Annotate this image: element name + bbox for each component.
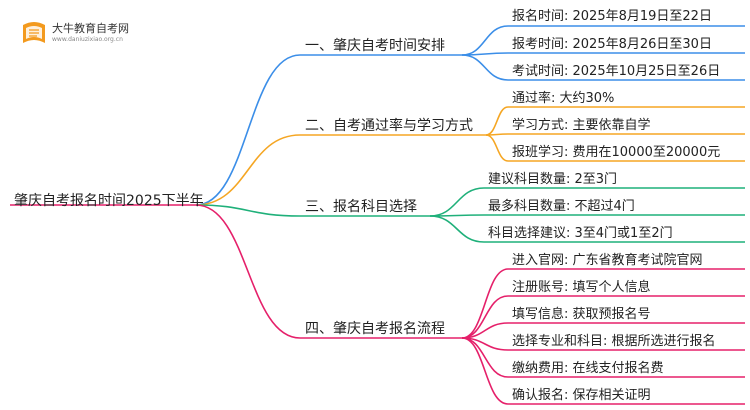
leaf-2-2-connector <box>485 133 745 136</box>
leaf-2-1: 通过率: 大约30% <box>512 91 615 106</box>
leaf-3-3: 科目选择建议: 3至4门或1至2门 <box>488 226 673 241</box>
branch-1-label: 一、肇庆自考时间安排 <box>305 38 445 54</box>
leaf-2-2: 学习方式: 主要依靠自学 <box>512 118 651 133</box>
leaf-1-2-connector <box>461 52 745 56</box>
leaf-2-1-connector <box>485 106 745 136</box>
leaf-1-3-connector <box>461 54 745 81</box>
leaf-1-2: 报考时间: 2025年8月26日至30日 <box>512 37 712 52</box>
leaf-3-2-connector <box>429 214 745 217</box>
leaf-4-3: 填写信息: 获取预报名号 <box>512 307 651 322</box>
leaf-3-3-connector <box>429 215 745 243</box>
leaf-1-1-connector <box>461 25 745 56</box>
site-logo: 大牛教育自考网 www.daniuzixiao.org.cn <box>20 18 129 50</box>
leaf-4-1: 进入官网: 广东省教育考试院官网 <box>512 253 703 268</box>
leaf-3-1: 建议科目数量: 2至3门 <box>488 172 618 187</box>
leaf-4-4: 选择专业和科目: 根据所选进行报名 <box>512 334 716 349</box>
book-logo-icon <box>23 22 45 43</box>
leaf-4-5: 缴纳费用: 在线支付报名费 <box>512 361 664 376</box>
leaf-4-2: 注册账号: 填写个人信息 <box>512 280 651 295</box>
leaf-4-3-connector <box>461 322 745 339</box>
branch-4-label: 四、肇庆自考报名流程 <box>305 321 445 337</box>
leaf-4-1-connector <box>461 268 745 339</box>
leaf-1-1: 报名时间: 2025年8月19日至22日 <box>512 9 712 24</box>
logo-title: 大牛教育自考网 <box>52 22 129 35</box>
branch-1-connector <box>195 54 462 206</box>
leaf-3-2: 最多科目数量: 不超过4门 <box>488 199 635 214</box>
leaf-1-3: 考试时间: 2025年10月25日至26日 <box>512 64 721 79</box>
leaf-3-1-connector <box>429 187 745 217</box>
leaf-4-6: 确认报名: 保存相关证明 <box>512 388 651 403</box>
leaf-2-3: 报班学习: 费用在10000至20000元 <box>512 145 721 160</box>
leaf-2-3-connector <box>485 134 745 162</box>
branch-2-connector <box>195 134 486 206</box>
branch-4-connector <box>195 204 462 339</box>
branch-3-label: 三、报名科目选择 <box>305 199 417 215</box>
branch-2-label: 二、自考通过率与学习方式 <box>305 118 473 134</box>
logo-subtitle: www.daniuzixiao.org.cn <box>52 36 123 43</box>
leaf-4-2-connector <box>461 295 745 339</box>
branch-3-connector <box>195 204 430 217</box>
root-node: 肇庆自考报名时间2025下半年 <box>14 193 204 209</box>
leaf-4-6-connector <box>461 337 745 405</box>
